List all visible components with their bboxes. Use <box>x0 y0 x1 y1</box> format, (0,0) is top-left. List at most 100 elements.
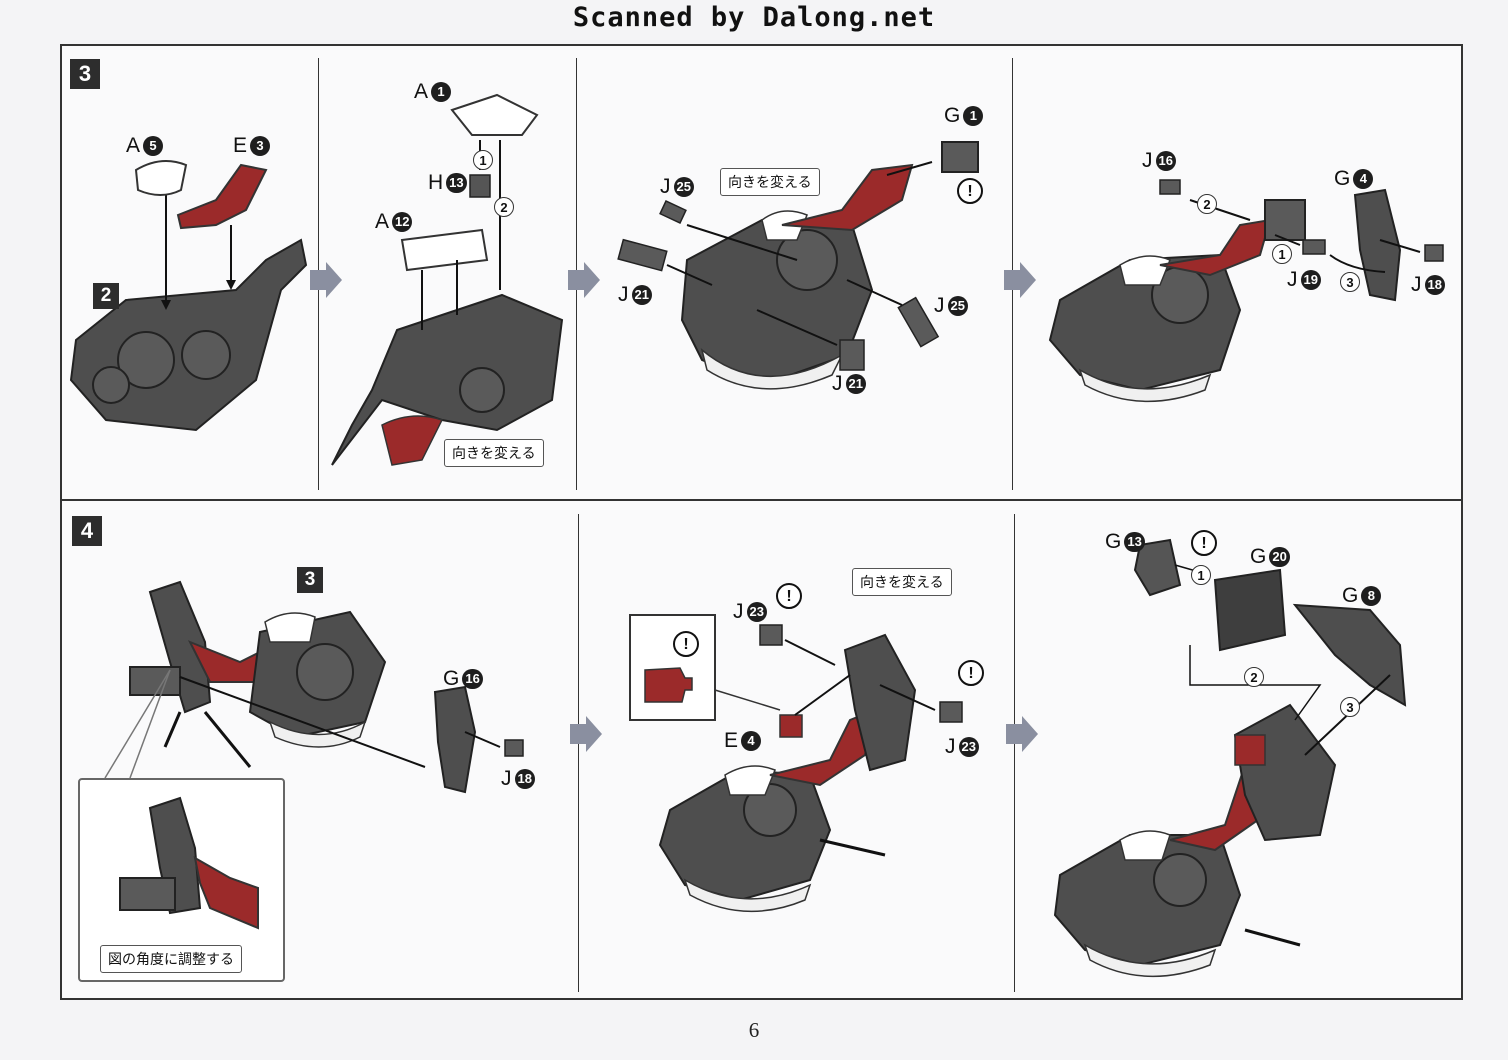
detail-illustration <box>119 796 259 930</box>
part-letter: J <box>1411 273 1422 296</box>
part-number: 3 <box>250 136 271 156</box>
warning-icon: ! <box>958 660 984 686</box>
part-letter: J <box>1287 268 1298 291</box>
part-number: 1 <box>963 106 984 126</box>
bike-assembly-illustration <box>129 580 524 794</box>
warning-symbol: ! <box>957 178 983 204</box>
order-marker: 1 <box>473 150 493 170</box>
part-number: 8 <box>1361 586 1382 606</box>
panel-divider <box>578 514 579 992</box>
step-divider <box>60 499 1463 501</box>
bike-frame-illustration <box>69 160 308 432</box>
order-marker: 3 <box>1340 697 1360 717</box>
callout-note: 図の角度に調整する <box>100 945 242 973</box>
warning-icon: ! <box>776 583 802 609</box>
part-letter: J <box>660 175 671 198</box>
warning-icon: ! <box>1191 530 1217 556</box>
part-number: 25 <box>673 177 694 197</box>
subassembly-badge: 2 <box>93 283 119 309</box>
next-arrow-icon <box>568 262 600 298</box>
bike-assembly-illustration <box>617 141 979 390</box>
part-letter: J <box>832 372 843 395</box>
warning-symbol: ! <box>673 631 699 657</box>
part-number: 13 <box>1124 532 1145 552</box>
order-marker: 1 <box>1272 244 1292 264</box>
step-3-badge: 3 <box>70 59 100 89</box>
part-number: 4 <box>741 731 762 751</box>
order-marker: 3 <box>1340 272 1360 292</box>
warning-symbol: ! <box>958 660 984 686</box>
warning-symbol: ! <box>1191 530 1217 556</box>
part-letter: J <box>945 735 956 758</box>
part-letter: J <box>1142 149 1153 172</box>
part-number: 12 <box>392 212 413 232</box>
order-number: 3 <box>1340 272 1360 292</box>
part-letter: A <box>414 80 429 103</box>
part-letter: G <box>1334 167 1351 190</box>
part-number: 20 <box>1269 547 1290 567</box>
part-number: 19 <box>1300 270 1321 290</box>
bike-assembly-illustration <box>629 614 963 913</box>
part-number: 16 <box>462 669 483 689</box>
order-number: 2 <box>1244 667 1264 687</box>
order-marker: 1 <box>1191 565 1211 585</box>
part-number: 23 <box>746 602 767 622</box>
warning-icon: ! <box>673 631 699 657</box>
part-number: 5 <box>143 136 164 156</box>
callout-note: 向きを変える <box>444 439 544 467</box>
order-number: 1 <box>1272 244 1292 264</box>
part-letter: J <box>934 294 945 317</box>
part-letter: A <box>375 210 390 233</box>
part-number: 21 <box>631 285 652 305</box>
callout-note: 向きを変える <box>720 168 820 196</box>
part-number: 25 <box>947 296 968 316</box>
order-number: 3 <box>1340 697 1360 717</box>
callout-note: 向きを変える <box>852 568 952 596</box>
bike-frame-illustration <box>331 93 564 466</box>
next-arrow-icon <box>570 716 602 752</box>
order-marker: 2 <box>494 197 514 217</box>
watermark: Scanned by Dalong.net <box>572 2 936 33</box>
part-number: 4 <box>1353 169 1374 189</box>
part-number: 18 <box>1424 275 1445 295</box>
warning-icon: ! <box>957 178 983 204</box>
order-number: 2 <box>494 197 514 217</box>
warning-symbol: ! <box>776 583 802 609</box>
inset-pointer <box>104 669 171 779</box>
order-number: 1 <box>1191 565 1211 585</box>
bike-assembly-illustration <box>1048 179 1444 403</box>
part-letter: A <box>126 134 141 157</box>
part-letter: G <box>1250 545 1267 568</box>
next-arrow-icon <box>1004 262 1036 298</box>
next-arrow-icon <box>1006 716 1038 752</box>
part-number: 18 <box>514 769 535 789</box>
order-number: 1 <box>473 150 493 170</box>
part-number: 13 <box>446 173 467 193</box>
subassembly-badge: 3 <box>297 567 323 593</box>
part-letter: J <box>618 283 629 306</box>
order-marker: 2 <box>1244 667 1264 687</box>
part-number: 23 <box>958 737 979 757</box>
part-letter: G <box>944 104 961 127</box>
part-letter: J <box>501 767 512 790</box>
next-arrow-icon <box>310 262 342 298</box>
bike-assembly-illustration <box>1053 538 1407 978</box>
